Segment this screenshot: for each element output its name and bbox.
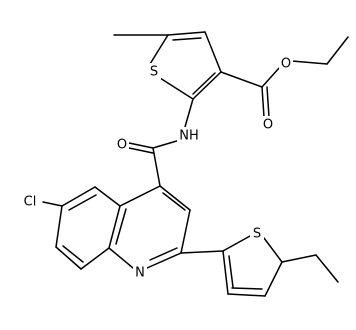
bond-c6-cl [42,201,63,207]
atom-nh-label: NH [179,129,199,144]
bond-c3-c2-inner [192,72,216,95]
atom-o-ester-carbonyl-label: O [263,118,273,133]
atom-cl-label: Cl [24,195,37,210]
bond-c8a-c4a [108,205,121,249]
bond-c6-c7 [55,205,63,248]
bond-c5-c6 [61,186,96,207]
bond-c3-cester [220,71,263,88]
bond-ct2-ct3-inner [228,255,234,288]
bond-layer [42,31,349,297]
bond-ch2-ch3 [326,36,349,65]
bond-camide-odbl-b [128,147,154,154]
bond-c2q-n-inner [149,247,178,261]
bond-c4-c3 [204,31,222,73]
bond-ct5-ct4 [264,261,283,297]
bond-cester-odbl-a [261,86,265,118]
bond-c4q-c3q-inner [162,192,186,211]
bond-c8a-c4a-inner [115,208,127,245]
bond-camide-odbl-a [128,142,154,149]
bond-camide-c4q [152,147,161,187]
bond-cester-o [261,66,281,88]
bond-c3q-c2q [180,209,191,254]
bond-c5-c4 [167,31,206,36]
atom-s-bottom: S [250,225,264,243]
atom-cl: Cl [18,193,42,211]
bond-ct4-ct3-inner [231,287,263,290]
bond-c5-c4-inner [172,37,202,41]
atom-o-amide: O [115,136,129,154]
atom-o-amide-label: O [117,138,127,153]
bond-c7-c8 [55,246,82,270]
atom-o-ester-label: O [281,57,291,72]
bond-c5-c6-inner [68,194,97,211]
atom-s-bottom-label: S [253,227,261,242]
bond-s-ct5 [263,237,283,263]
bond-c2-s [159,77,194,100]
bond-c2-nh [184,98,194,128]
atom-s-top-label: S [150,65,158,80]
bond-c8-c8a [80,247,110,270]
bond-n-c8a [108,247,134,269]
bond-c7-c8-inner [62,245,84,263]
atom-o-ester-carbonyl: O [261,116,275,134]
bond-nh-camide [152,139,181,149]
bond-o-ch2 [291,60,328,65]
bond-ct3-ct2 [222,250,229,295]
atom-label-layer: S O O O NH Cl [18,55,293,282]
atom-o-ester: O [279,55,293,73]
bond-s-c5 [149,34,169,65]
bond-c4q-c3q [159,185,191,211]
bond-cester-odbl-b [266,86,270,118]
bond-ct2-s [222,235,251,252]
atom-nh: NH [177,127,201,145]
bond-c3-c2 [192,71,222,100]
bond-ct4-ct3 [227,293,266,297]
atom-n-ring: N [133,264,147,282]
bond-c2q-n [146,252,182,269]
atom-s-top: S [147,63,161,81]
bond-ch2-ch3-ethyl [315,254,339,283]
bond-ct5-ch2 [281,254,317,263]
bond-c2q-ct2 [180,250,224,254]
atom-n-ring-label: N [135,266,145,281]
bond-c4a-c4q [119,185,161,207]
bond-c4a-c5 [94,186,121,207]
